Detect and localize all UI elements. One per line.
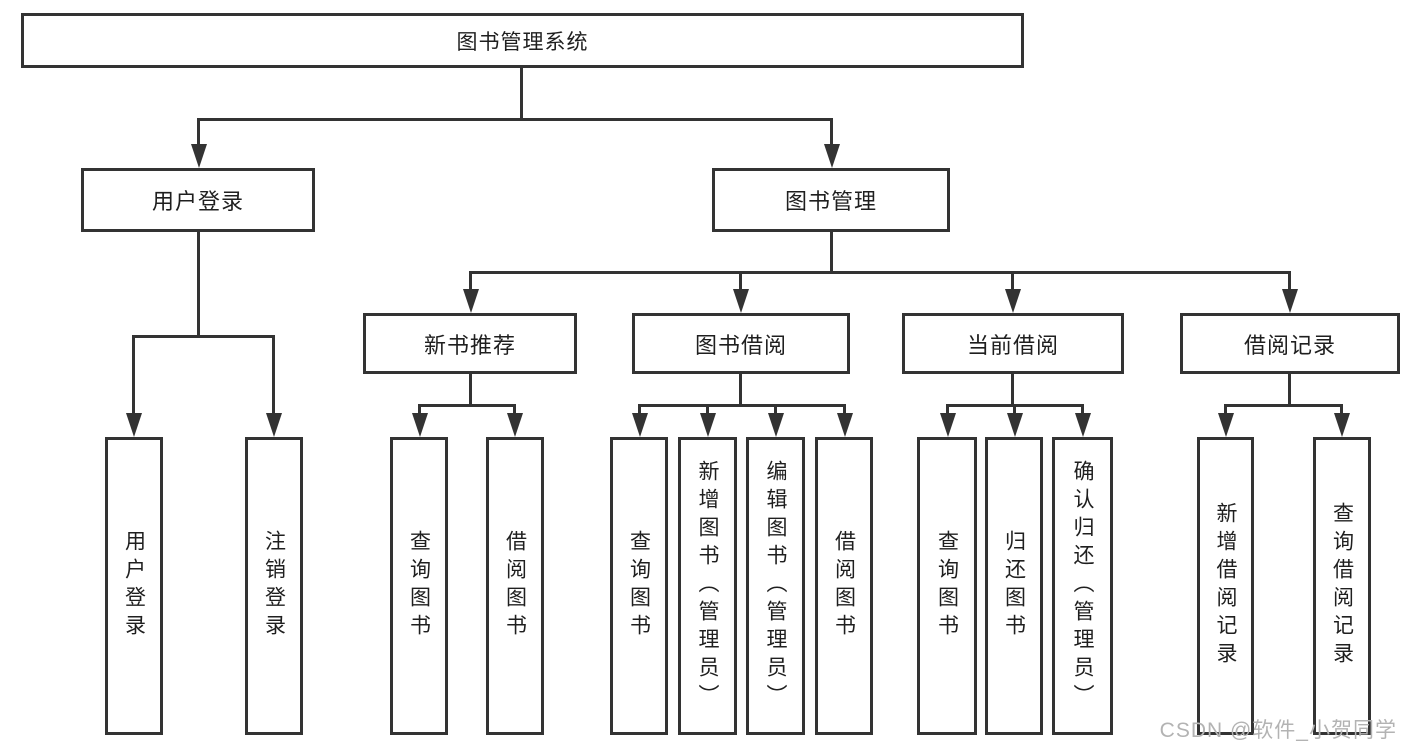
connector-arrow-down [197, 118, 200, 144]
leaf-current-query-books: 查询图书 [917, 437, 977, 735]
connector-vline [1011, 372, 1014, 404]
leaf-label: 借阅图书 [832, 530, 856, 642]
leaf-label: 确认归还（管理员） [1071, 460, 1094, 712]
node-current-borrowing: 当前借阅 [902, 313, 1124, 374]
connector-vline [469, 372, 472, 404]
connector-hline [469, 271, 1291, 274]
connector-arrow-down [638, 404, 641, 413]
connector-hline [1224, 404, 1343, 407]
leaf-label: 注销登录 [262, 530, 286, 642]
node-label: 用户登录 [151, 189, 244, 214]
watermark: CSDN @软件_小贺同学 [1159, 719, 1397, 742]
node-label: 借阅记录 [1243, 332, 1336, 358]
node-user-login: 用户登录 [81, 168, 315, 232]
leaf-recommend-borrow-books: 借阅图书 [486, 437, 544, 735]
connector-hline [197, 118, 833, 121]
leaf-borrowing-edit-books-admin: 编辑图书（管理员） [746, 437, 805, 735]
leaf-label: 借阅图书 [503, 530, 527, 642]
connector-arrow-down [1224, 404, 1227, 413]
connector-hline [418, 404, 516, 407]
connector-arrow-down [706, 404, 709, 413]
node-label: 图书管理 [784, 189, 877, 214]
node-label: 当前借阅 [966, 332, 1059, 358]
node-label: 图书管理系统 [456, 30, 589, 54]
node-borrowing-records: 借阅记录 [1180, 313, 1400, 374]
connector-hline [638, 404, 846, 407]
connector-vline [1288, 372, 1291, 404]
leaf-label: 查询借阅记录 [1330, 502, 1354, 670]
leaf-borrowing-borrow-books: 借阅图书 [815, 437, 873, 735]
connector-arrow-down [1011, 271, 1014, 289]
connector-vline [739, 372, 742, 404]
node-book-borrowing: 图书借阅 [632, 313, 850, 374]
leaf-user-login: 用户登录 [105, 437, 163, 735]
connector-arrow-down [1340, 404, 1343, 413]
leaf-recommend-query-books: 查询图书 [390, 437, 448, 735]
leaf-current-confirm-return-admin: 确认归还（管理员） [1052, 437, 1113, 735]
connector-arrow-down [1288, 271, 1291, 289]
connector-vline [520, 66, 523, 118]
connector-hline [132, 335, 275, 338]
connector-vline [830, 230, 833, 271]
leaf-logout: 注销登录 [245, 437, 303, 735]
leaf-label: 查询图书 [627, 530, 651, 642]
connector-arrow-down [774, 404, 777, 413]
leaf-records-add-record: 新增借阅记录 [1197, 437, 1254, 735]
connector-arrow-down [132, 335, 135, 413]
node-label: 图书借阅 [694, 332, 787, 358]
connector-arrow-down [830, 118, 833, 144]
leaf-current-return-books: 归还图书 [985, 437, 1043, 735]
leaf-label: 查询图书 [407, 530, 431, 642]
leaf-label: 新增图书（管理员） [696, 460, 719, 712]
leaf-borrowing-query-books: 查询图书 [610, 437, 668, 735]
connector-vline [197, 230, 200, 335]
connector-arrow-down [469, 271, 472, 289]
connector-arrow-down [513, 404, 516, 413]
leaf-borrowing-add-books-admin: 新增图书（管理员） [678, 437, 737, 735]
connector-arrow-down [843, 404, 846, 413]
leaf-label: 新增借阅记录 [1214, 502, 1237, 670]
node-new-book-recommend: 新书推荐 [363, 313, 577, 374]
connector-arrow-down [739, 271, 742, 289]
connector-arrow-down [418, 404, 421, 413]
leaf-label: 编辑图书（管理员） [764, 460, 787, 712]
leaf-label: 归还图书 [1002, 530, 1026, 642]
leaf-label: 查询图书 [935, 530, 959, 642]
node-book-management: 图书管理 [712, 168, 950, 232]
node-library-management-system: 图书管理系统 [21, 13, 1024, 68]
leaf-label: 用户登录 [122, 530, 146, 642]
connector-arrow-down [272, 335, 275, 413]
leaf-records-query-record: 查询借阅记录 [1313, 437, 1371, 735]
connector-arrow-down [946, 404, 949, 413]
node-label: 新书推荐 [423, 332, 516, 358]
connector-arrow-down [1013, 404, 1016, 413]
connector-arrow-down [1081, 404, 1084, 413]
